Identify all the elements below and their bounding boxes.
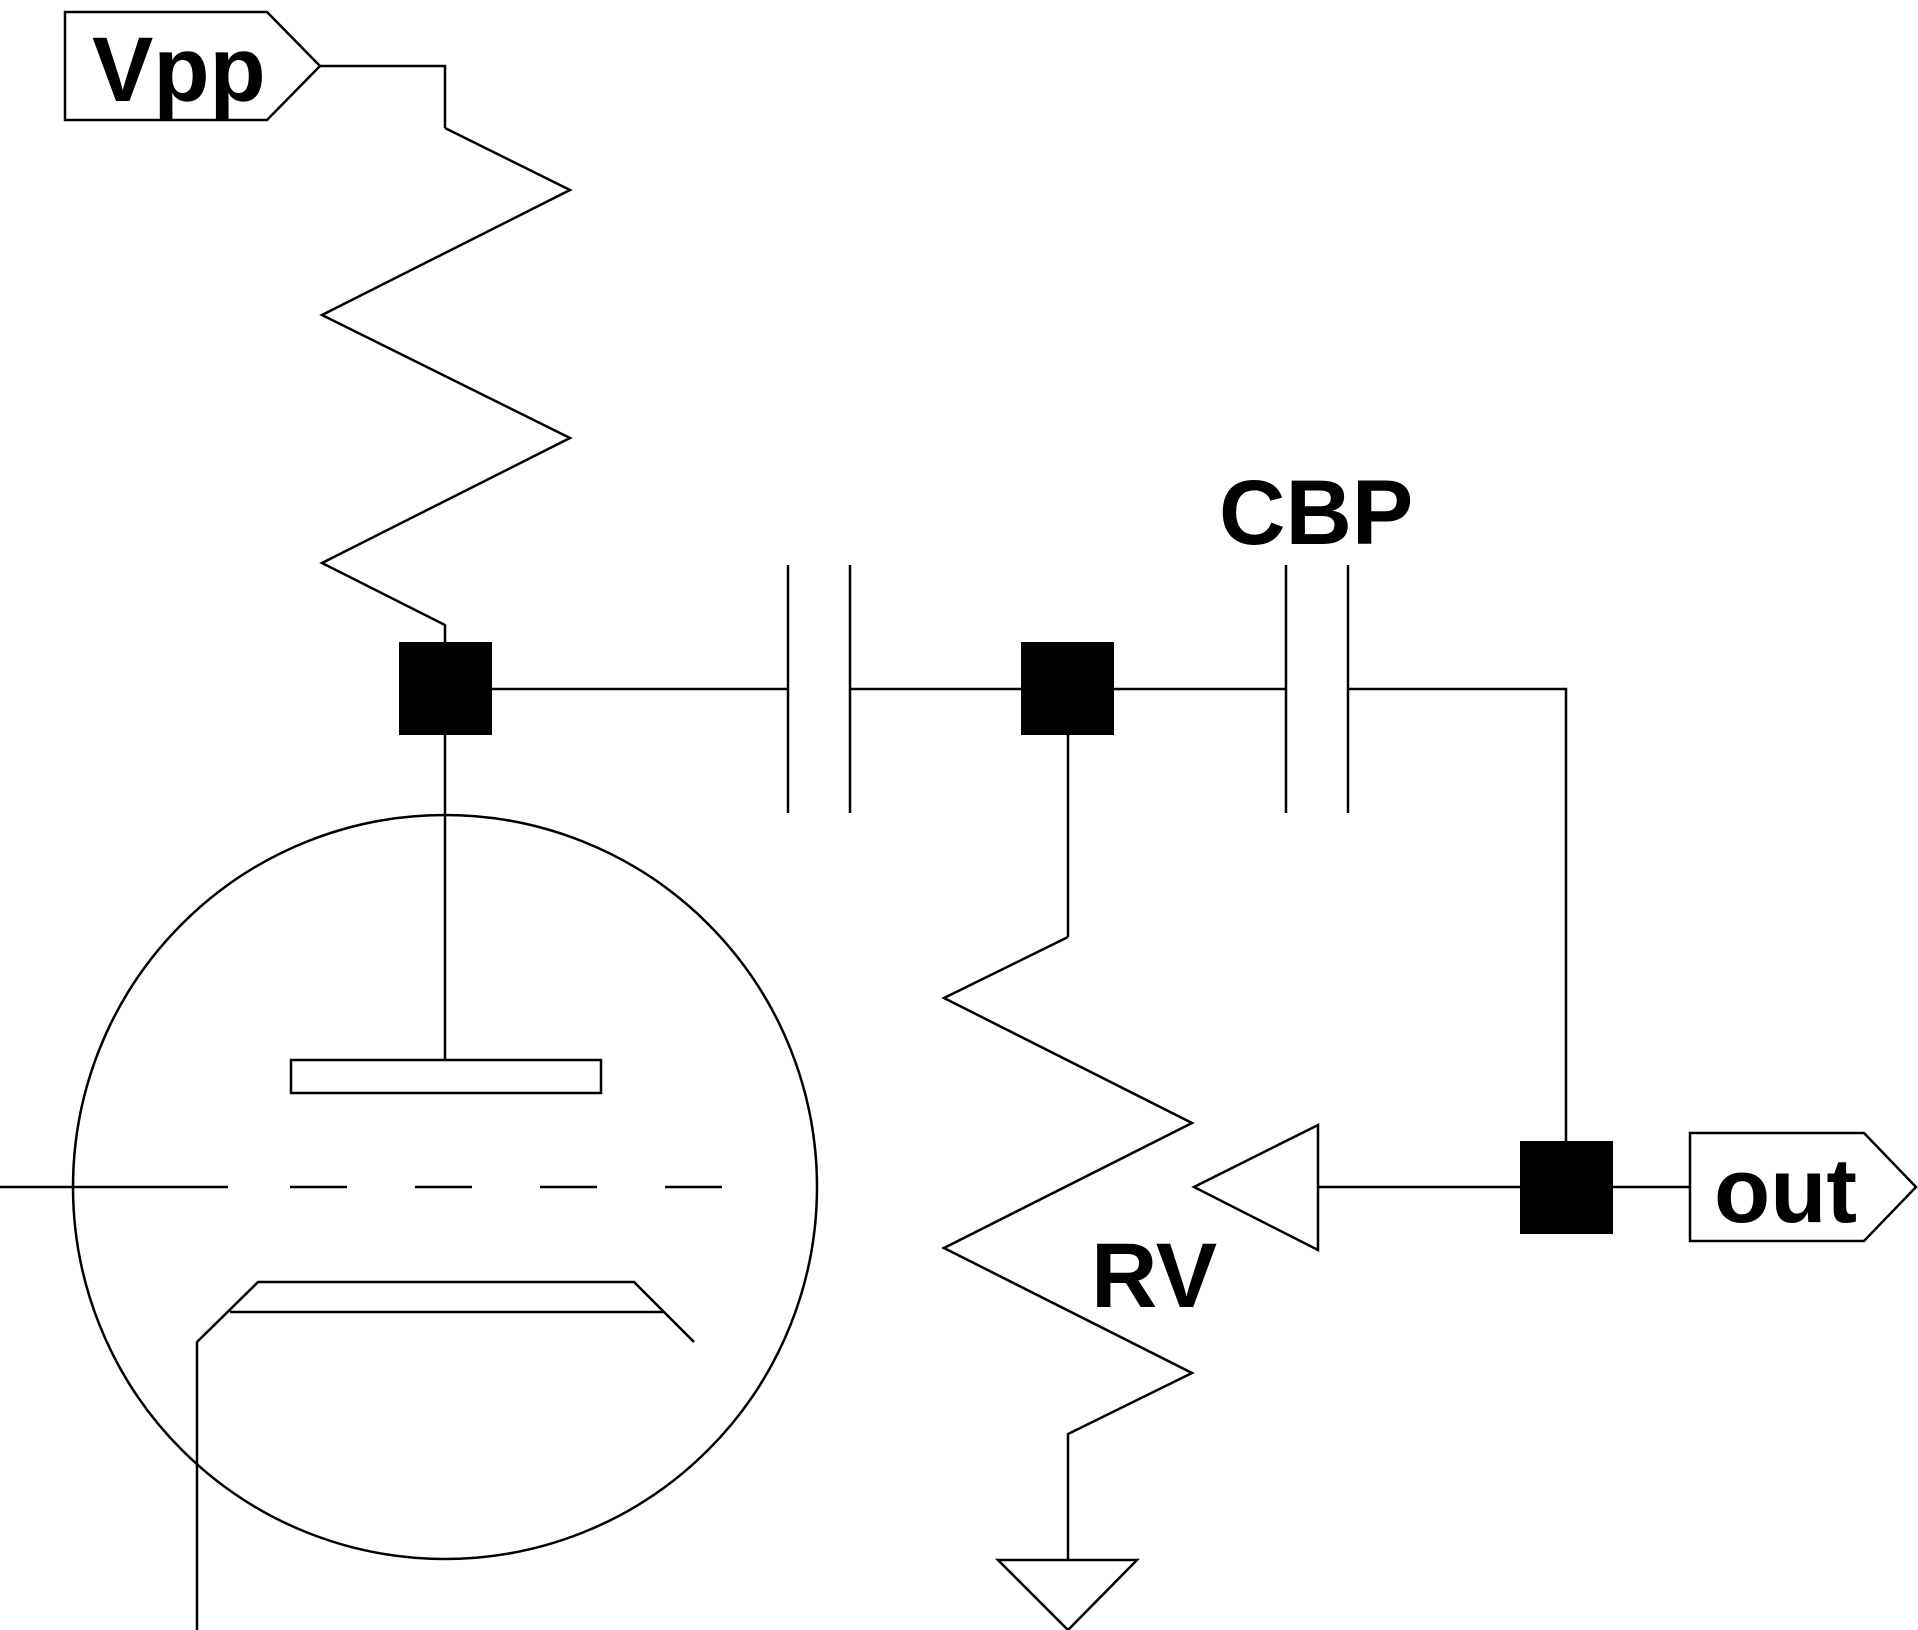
triode-tube [0, 735, 819, 1630]
tube-cathode [195, 1280, 695, 1630]
bypass-wire-right [1348, 687, 1568, 1141]
plate-node-junction [399, 642, 492, 735]
variable-resistor-label: RV [1091, 1225, 1217, 1327]
middle-node-junction [1021, 642, 1114, 735]
coupling-capacitor [786, 565, 852, 813]
tube-plate [289, 1058, 603, 1095]
out-port-label: out [1714, 1140, 1857, 1242]
plate-load-resistor [319, 126, 573, 645]
ground-icon [994, 1558, 1140, 1630]
bypass-capacitor [1284, 565, 1350, 813]
out-port: out [1688, 1131, 1918, 1243]
vpp-wire [320, 64, 447, 128]
bypass-capacitor-label: CBP [1219, 462, 1413, 564]
variable-resistor [941, 935, 1195, 1560]
vpp-port-label: Vpp [92, 19, 266, 121]
output-node-junction [1520, 1141, 1613, 1234]
vpp-port: Vpp [63, 10, 322, 122]
